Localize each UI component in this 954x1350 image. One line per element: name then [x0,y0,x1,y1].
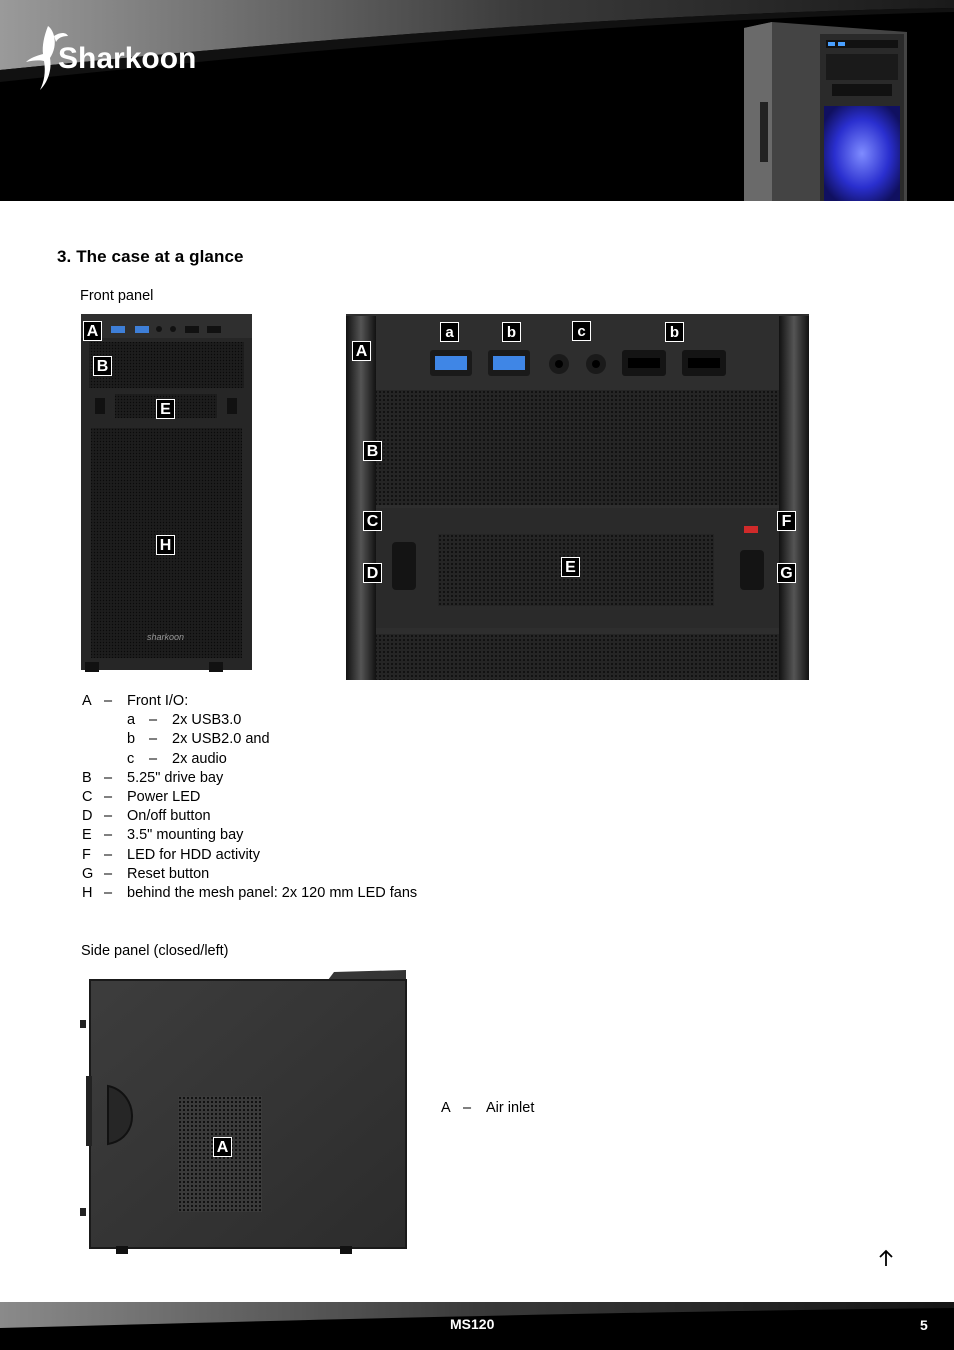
footer-swoosh-graphic [0,1302,954,1350]
detail-label-d: D [363,563,382,583]
page-header: Sharkoon [0,0,954,201]
legend-row: c–2x audio [127,750,227,767]
detail-label-port-c: c [572,321,591,341]
side-panel-caption: Side panel (closed/left) [81,943,229,959]
detail-label-port-b1: b [502,322,521,342]
front-label-h: H [156,535,175,555]
legend-row: D–On/off button [82,808,211,825]
legend-row: B–5.25" drive bay [82,769,224,786]
detail-label-f: F [777,511,796,531]
arrow-up-icon[interactable] [877,1249,895,1267]
side-panel-photo [80,970,407,1254]
sharkoon-logo: Sharkoon [26,26,196,90]
footer-model: MS120 [450,1316,495,1332]
legend-row: E–3.5" mounting bay [82,827,244,844]
detail-label-c: C [363,511,382,531]
ms120-case-thumbnail [744,22,907,201]
legend-row: G–Reset button [82,865,210,882]
front-label-e: E [156,399,175,419]
detail-label-port-b2: b [665,322,684,342]
detail-label-b: B [363,441,382,461]
detail-label-e: E [561,557,580,577]
legend-row: A–Front I/O: [82,693,189,709]
front-panel-legend: A–Front I/O: a–2x USB3.0 b–2x USB2.0 and… [82,692,417,903]
legend-row: b–2x USB2.0 and [127,731,270,748]
page-number: 5 [920,1317,928,1333]
side-panel-legend: A–Air inlet [441,1100,535,1116]
svg-text:sharkoon: sharkoon [147,632,184,642]
page-footer [0,1302,954,1350]
front-label-b: B [93,356,112,376]
front-label-a: A [83,321,102,341]
legend-row: a–2x USB3.0 [127,712,242,729]
header-swoosh-graphic [0,0,954,82]
legend-row: F–LED for HDD activity [82,846,260,863]
legend-row: C–Power LED [82,789,201,806]
detail-label-port-a: a [440,322,459,342]
section-title: 3. The case at a glance [57,247,244,266]
legend-row: H–behind the mesh panel: 2x 120 mm LED f… [82,885,418,902]
front-panel-detail-photo [346,314,809,680]
detail-label-g: G [777,563,796,583]
svg-text:Sharkoon: Sharkoon [58,42,196,75]
front-panel-caption: Front panel [80,288,154,304]
side-label-a: A [213,1137,232,1157]
detail-label-a: A [352,341,371,361]
